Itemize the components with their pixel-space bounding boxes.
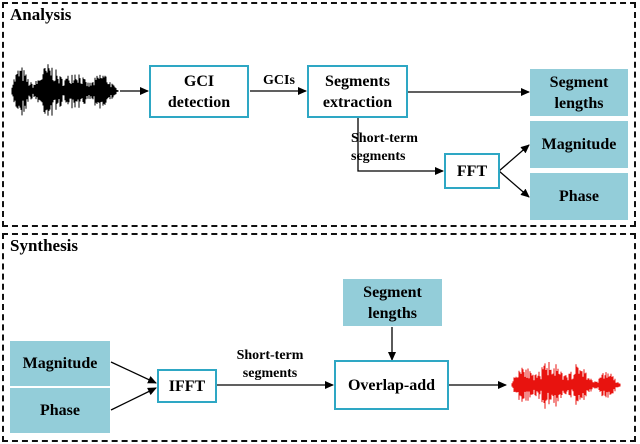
analysis-section: Analysis	[2, 2, 636, 227]
synthesis-section: Synthesis	[2, 233, 636, 442]
gcis-label: GCIs	[263, 73, 295, 88]
synthesis-phase-box: Phase	[10, 388, 110, 433]
synthesis-segment-lengths-box: Segment lengths	[343, 279, 442, 326]
arrow-fft-to-magnitude	[498, 144, 530, 172]
analysis-phase-box: Phase	[530, 173, 628, 220]
fft-box: FFT	[444, 153, 500, 189]
analysis-short-term-label: Short-term segments	[351, 131, 418, 164]
synthesis-short-term-label: Short-term segments	[236, 348, 304, 381]
overlap-add-box: Overlap-add	[334, 360, 449, 410]
synthesis-title: Synthesis	[10, 236, 79, 255]
arrow-magnitude-to-ifft	[110, 361, 157, 384]
arrow-phase-to-ifft	[110, 387, 157, 411]
gci-detection-box: GCI detection	[149, 65, 249, 118]
segments-extraction-box: Segments extraction	[307, 65, 408, 118]
waveform-trace	[511, 362, 621, 409]
arrow-segments-to-fft	[357, 117, 444, 175]
synthesis-magnitude-box: Magnitude	[10, 341, 110, 386]
waveform-trace	[11, 64, 119, 116]
output-speech-waveform	[511, 362, 621, 409]
analysis-segment-lengths-box: Segment lengths	[530, 69, 628, 116]
analysis-title: Analysis	[10, 5, 72, 24]
analysis-magnitude-box: Magnitude	[530, 121, 628, 168]
input-speech-waveform	[11, 64, 119, 116]
ifft-box: IFFT	[157, 369, 217, 403]
arrow-fft-to-phase	[498, 170, 530, 198]
